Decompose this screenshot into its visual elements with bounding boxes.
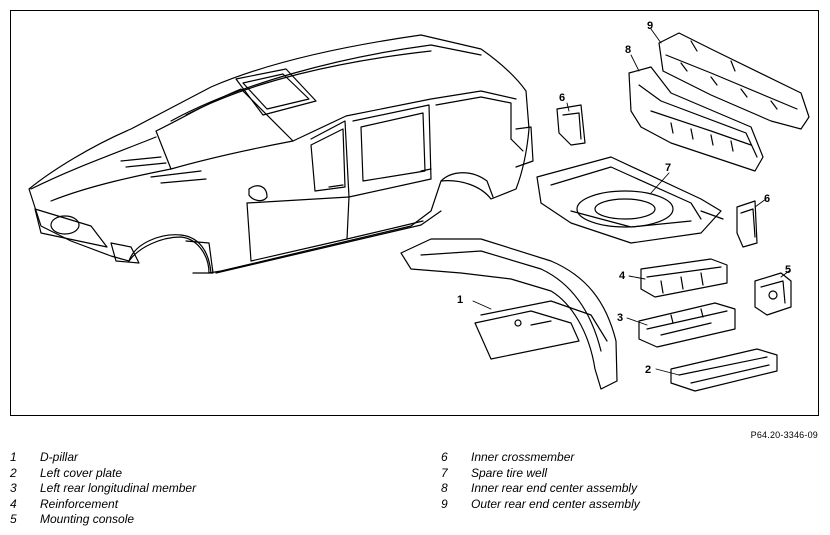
legend-item: 8 Inner rear end center assembly [441,481,640,497]
legend-text: Inner crossmember [471,450,575,464]
figure-reference: P64.20-3346-09 [750,430,818,440]
callout-9: 9 [647,20,653,32]
callout-2: 2 [645,364,651,376]
car-body-shell [28,34,534,274]
part-reinforcement [640,258,728,298]
callout-5: 5 [785,264,791,276]
legend-item: 9 Outer rear end center assembly [441,497,640,513]
part-inner-rear-end-center [628,66,764,172]
legend-number: 5 [10,512,17,526]
legend-item: 1 D-pillar [10,450,196,466]
legend-number: 3 [10,481,17,495]
leader-lines [472,28,790,376]
callout-8: 8 [625,44,631,56]
legend-number: 4 [10,496,17,511]
legend-number: 1 [10,450,17,464]
legend-text: Left cover plate [40,465,123,480]
part-spare-tire-well [536,156,724,244]
legend-text: D-pillar [40,450,79,464]
legend-item: 4 Reinforcement [10,497,196,513]
callout-7: 7 [665,162,671,174]
exploded-body-diagram: 1 2 3 4 5 6 6 7 8 9 [28,20,810,392]
part-d-pillar [400,238,618,390]
legend-item: 5 Mounting console [10,512,196,528]
legend-text: Left rear longitudinal member [40,481,197,495]
legend-item: 3 Left rear longitudinal member [10,481,196,497]
part-inner-crossmember-lower [736,200,758,248]
callout-1: 1 [457,294,463,306]
part-left-rear-longitudinal-member [638,302,736,348]
part-mounting-console [754,272,792,316]
part-outer-rear-end-center [658,32,810,130]
part-left-cover-plate [670,348,778,392]
legend-item: 6 Inner crossmember [441,450,640,466]
legend-text: Reinforcement [40,496,119,511]
callout-6-lower: 6 [764,193,770,205]
legend-item: 2 Left cover plate [10,466,196,482]
diagram-frame: 1 2 3 4 5 6 6 7 8 9 [10,10,819,416]
legend-number: 8 [441,481,448,495]
legend-number: 9 [441,496,448,511]
legend-text: Inner rear end center assembly [471,481,638,495]
legend-item: 7 Spare tire well [441,466,640,482]
legend-number: 6 [441,450,448,464]
legend-number: 7 [441,465,448,480]
legend-left-column: 1 D-pillar 2 Left cover plate 3 Left rear l… [10,450,196,528]
legend-text: Outer rear end center assembly [471,496,640,511]
callout-4: 4 [619,270,626,282]
part-inner-crossmember-upper [556,104,586,146]
callout-6-upper: 6 [559,92,565,104]
legend-number: 2 [10,465,17,480]
legend-right-column: 6 Inner crossmember 7 Spare tire well 8 Inn… [441,450,640,512]
callout-3: 3 [617,312,623,324]
legend-text: Mounting console [40,512,135,526]
legend-text: Spare tire well [471,465,548,480]
